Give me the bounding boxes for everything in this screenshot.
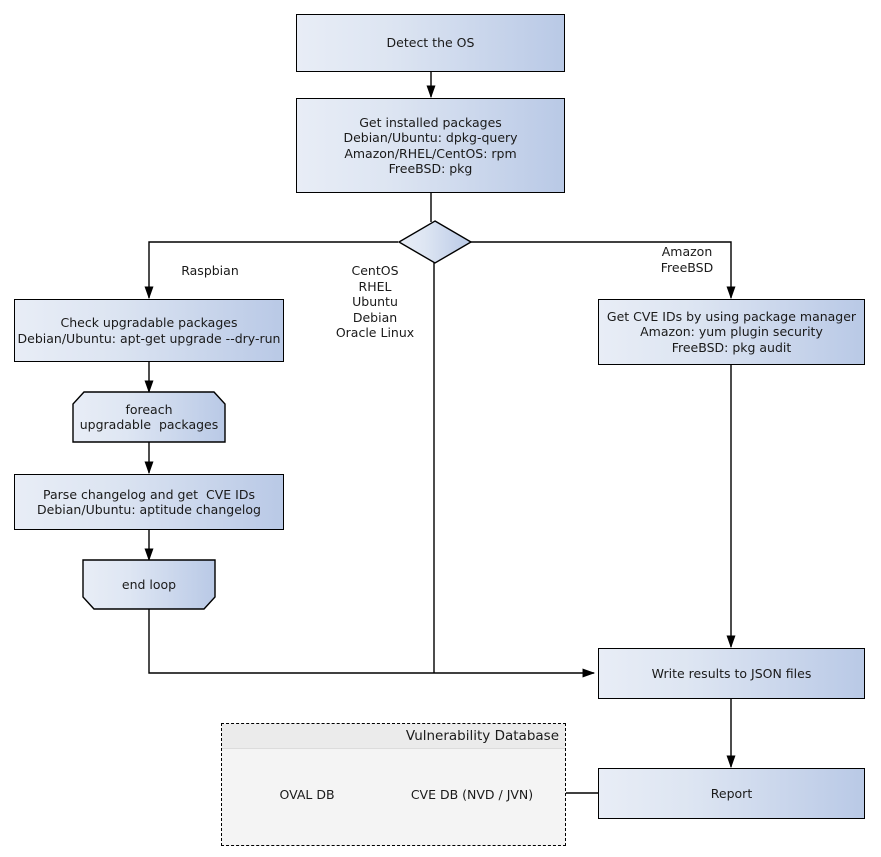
edge-label-amazon-freebsd: Amazon FreeBSD <box>660 244 714 275</box>
decision-diamond <box>397 220 473 264</box>
node-detect-os[interactable]: Detect the OS <box>296 14 565 72</box>
node-get-cve-ids[interactable]: Get CVE IDs by using package manager Ama… <box>598 299 865 365</box>
loop-end-shape <box>82 559 216 610</box>
cve-db-label: CVE DB (NVD / JVN) <box>410 787 534 802</box>
node-write-results[interactable]: Write results to JSON files <box>598 648 865 699</box>
node-report[interactable]: Report <box>598 768 865 819</box>
vulnerability-database-group: Vulnerability Database <box>221 723 566 846</box>
oval-db-label: OVAL DB <box>279 787 335 802</box>
node-parse-changelog[interactable]: Parse changelog and get CVE IDs Debian/U… <box>14 474 284 530</box>
loop-start-shape <box>72 391 226 443</box>
edge-label-center-os-list: CentOS RHEL Ubuntu Debian Oracle Linux <box>335 263 415 340</box>
node-check-upgradable-packages[interactable]: Check upgradable packages Debian/Ubuntu:… <box>14 299 284 362</box>
group-title-bar <box>222 724 565 749</box>
node-get-installed-packages[interactable]: Get installed packages Debian/Ubuntu: dp… <box>296 98 565 193</box>
edge-decision-amazon <box>470 241 736 300</box>
edge-label-raspbian: Raspbian <box>181 263 239 278</box>
group-title: Vulnerability Database <box>405 728 559 744</box>
edge-decision-raspbian <box>144 241 398 300</box>
node-foreach-loop-start[interactable]: foreach upgradable packages <box>79 401 219 433</box>
edge-endloop-to-write <box>148 609 596 678</box>
node-end-loop[interactable]: end loop <box>121 576 177 592</box>
